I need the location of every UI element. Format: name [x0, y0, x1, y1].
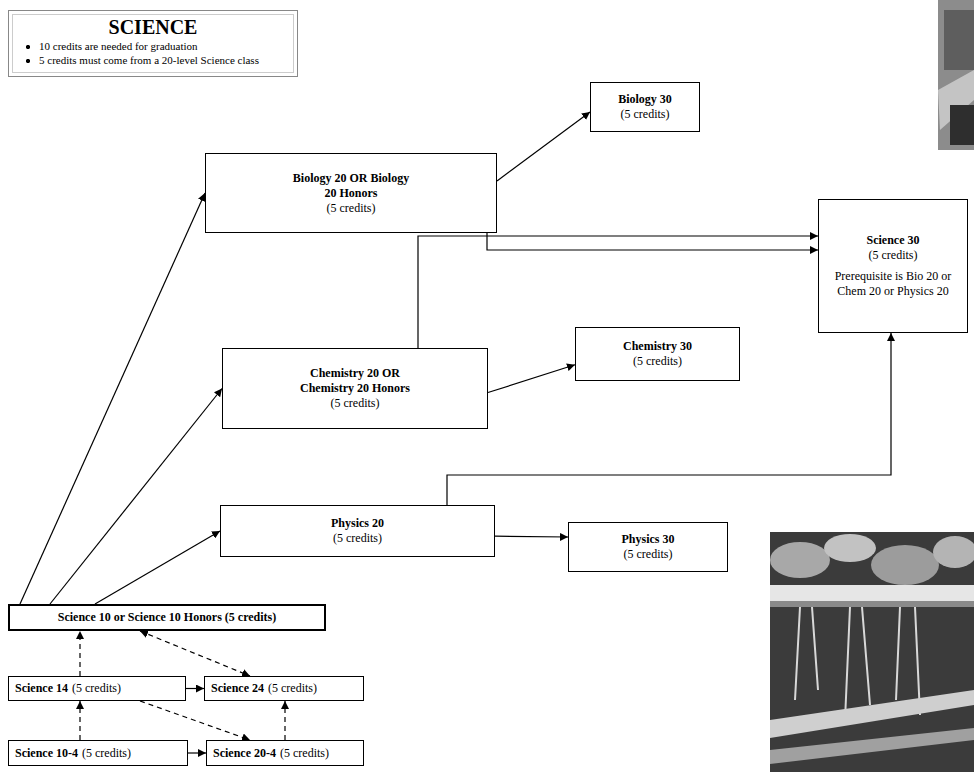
info-panel: SCIENCE10 credits are needed for graduat…: [8, 10, 298, 77]
course-box: Physics 30(5 credits): [568, 522, 728, 572]
course-label: Physics 20: [331, 516, 384, 531]
hydroponics-photo: [770, 532, 974, 772]
course-label: Science 20-4: [213, 746, 276, 761]
course-label: (5 credits): [331, 396, 380, 411]
course-box: Physics 20(5 credits): [220, 505, 495, 557]
course-label: (5 credits): [280, 746, 329, 761]
course-label: (5 credits): [869, 248, 918, 263]
course-box: Science 10-4 (5 credits): [8, 740, 188, 766]
optional-path-arrow: [79, 701, 80, 740]
course-label: (5 credits): [624, 547, 673, 562]
flow-arrow: [495, 536, 568, 538]
flow-arrow: [20, 193, 205, 604]
course-label: Physics 30: [621, 532, 674, 547]
course-box: Biology 30(5 credits): [590, 82, 700, 132]
flow-arrow: [188, 752, 206, 753]
course-label: Science 14: [15, 681, 68, 696]
bullet-note: 10 credits are needed for graduation: [19, 40, 287, 54]
course-box: Chemistry 30(5 credits): [575, 327, 740, 381]
optional-path-arrow: [79, 631, 80, 676]
course-label: (5 credits): [268, 681, 317, 696]
prerequisite-note: Prerequisite is Bio 20 or Chem 20 or Phy…: [834, 269, 952, 299]
optional-path-arrow: [140, 631, 250, 676]
flow-arrow: [447, 333, 891, 505]
course-label: Biology 30: [618, 92, 672, 107]
lab-photo: [938, 0, 974, 150]
flow-arrow: [50, 389, 222, 605]
course-label: Science 30: [867, 233, 920, 248]
course-box: Science 14 (5 credits): [8, 676, 186, 701]
flow-arrow: [497, 112, 590, 181]
panel-title: SCIENCE: [19, 15, 287, 40]
course-label: (5 credits): [633, 354, 682, 369]
course-label: Chemistry 20 OR Chemistry 20 Honors: [291, 366, 419, 396]
flow-arrow: [186, 688, 204, 689]
flow-arrow: [95, 531, 220, 604]
course-box: Science 10 or Science 10 Honors (5 credi…: [8, 604, 326, 631]
course-label: (5 credits): [82, 746, 131, 761]
flow-arrow: [488, 365, 575, 393]
course-box: Science 24 (5 credits): [204, 676, 364, 701]
course-label: Science 24: [211, 681, 264, 696]
course-label: (5 credits): [327, 201, 376, 216]
course-box: Chemistry 20 OR Chemistry 20 Honors(5 cr…: [222, 348, 488, 429]
course-box: Science 20-4 (5 credits): [206, 740, 364, 766]
course-label: Biology 20 OR Biology 20 Honors: [292, 171, 410, 201]
course-label: Science 10 or Science 10 Honors (5 credi…: [58, 610, 277, 625]
bullet-note: 5 credits must come from a 20-level Scie…: [19, 54, 287, 68]
course-label: Chemistry 30: [623, 339, 692, 354]
optional-path-arrow: [284, 701, 285, 740]
course-box: Biology 20 OR Biology 20 Honors(5 credit…: [205, 153, 497, 233]
course-label: (5 credits): [333, 531, 382, 546]
course-label: (5 credits): [621, 107, 670, 122]
course-label: (5 credits): [72, 681, 121, 696]
course-box: Science 30(5 credits) Prerequisite is Bio…: [818, 199, 968, 333]
course-label: Science 10-4: [15, 746, 78, 761]
optional-path-arrow: [140, 701, 250, 740]
